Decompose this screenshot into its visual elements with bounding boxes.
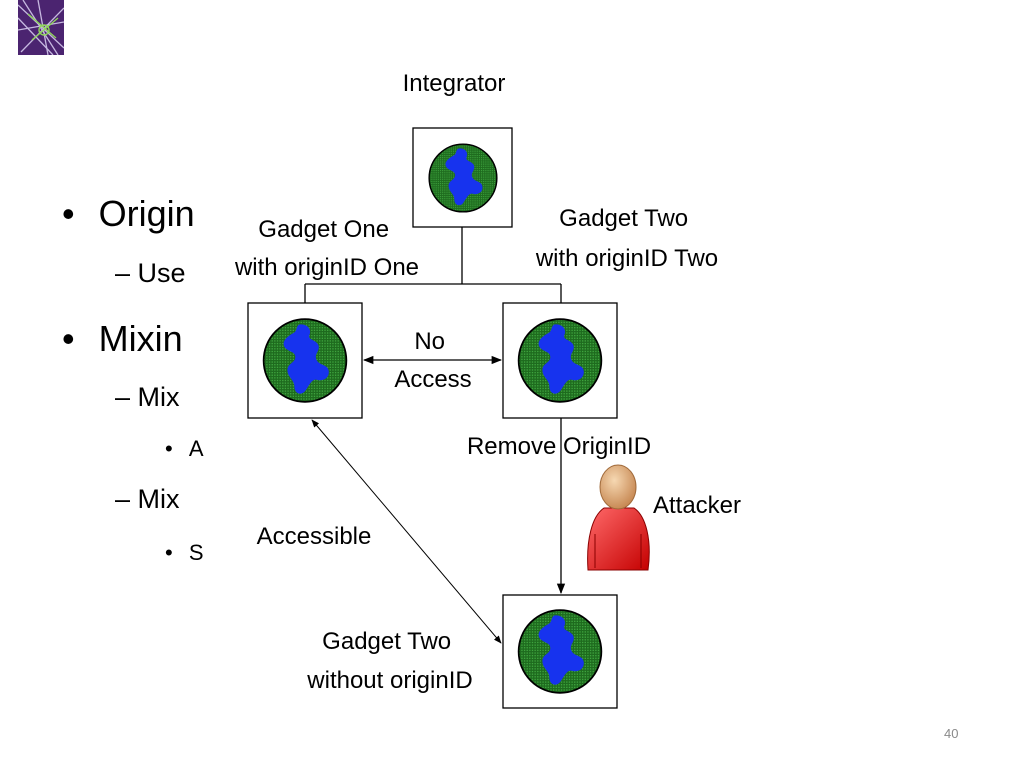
integrator-label: Integrator <box>403 70 506 97</box>
bullet-marker: – <box>115 484 131 514</box>
bullet-text: Mix <box>137 382 180 412</box>
bullet-marker: – <box>115 382 131 412</box>
gadget-two-label: Gadget Two with originID Two <box>535 205 718 272</box>
bullet-marker: • <box>165 540 173 565</box>
gadget-two-no-origin-node <box>502 594 618 709</box>
bullet-item: – Mix <box>115 382 180 413</box>
presentation-logo <box>18 0 64 55</box>
bullet-item: • A <box>165 436 204 462</box>
bullet-text: Use <box>137 258 186 288</box>
gadget-two-node <box>502 302 618 419</box>
bullet-marker: • <box>62 318 75 359</box>
bullet-text: Mixin <box>98 318 183 359</box>
accessible-arrow <box>311 419 502 644</box>
bullet-marker: – <box>115 258 131 288</box>
bullet-text: Origin <box>98 193 195 234</box>
remove-origin-label: Remove OriginID <box>467 433 651 460</box>
accessible-label: Accessible <box>257 523 372 550</box>
bullet-item: • Mixin <box>62 318 183 360</box>
gadget-one-node <box>247 302 363 419</box>
bullet-item: – Mix <box>115 484 180 515</box>
bullet-text: S <box>188 540 204 565</box>
bullet-item: • S <box>165 540 204 566</box>
bullet-text: Mix <box>137 484 180 514</box>
attacker-label: Attacker <box>653 492 741 519</box>
attacker-icon <box>587 464 650 571</box>
gadget-one-label: Gadget One with originID One <box>234 216 419 281</box>
gadget-two-no-origin-label: Gadget Two without originID <box>306 628 472 694</box>
connector-lines <box>304 227 562 303</box>
slide-number: 40 <box>944 726 959 741</box>
bullet-marker: • <box>165 436 173 461</box>
no-access-label: No Access <box>394 328 471 393</box>
integrator-node <box>412 127 513 228</box>
bullet-text: A <box>188 436 204 461</box>
bullet-marker: • <box>62 193 75 234</box>
bullet-item: – Use <box>115 258 186 289</box>
bullet-item: • Origin <box>62 193 195 235</box>
